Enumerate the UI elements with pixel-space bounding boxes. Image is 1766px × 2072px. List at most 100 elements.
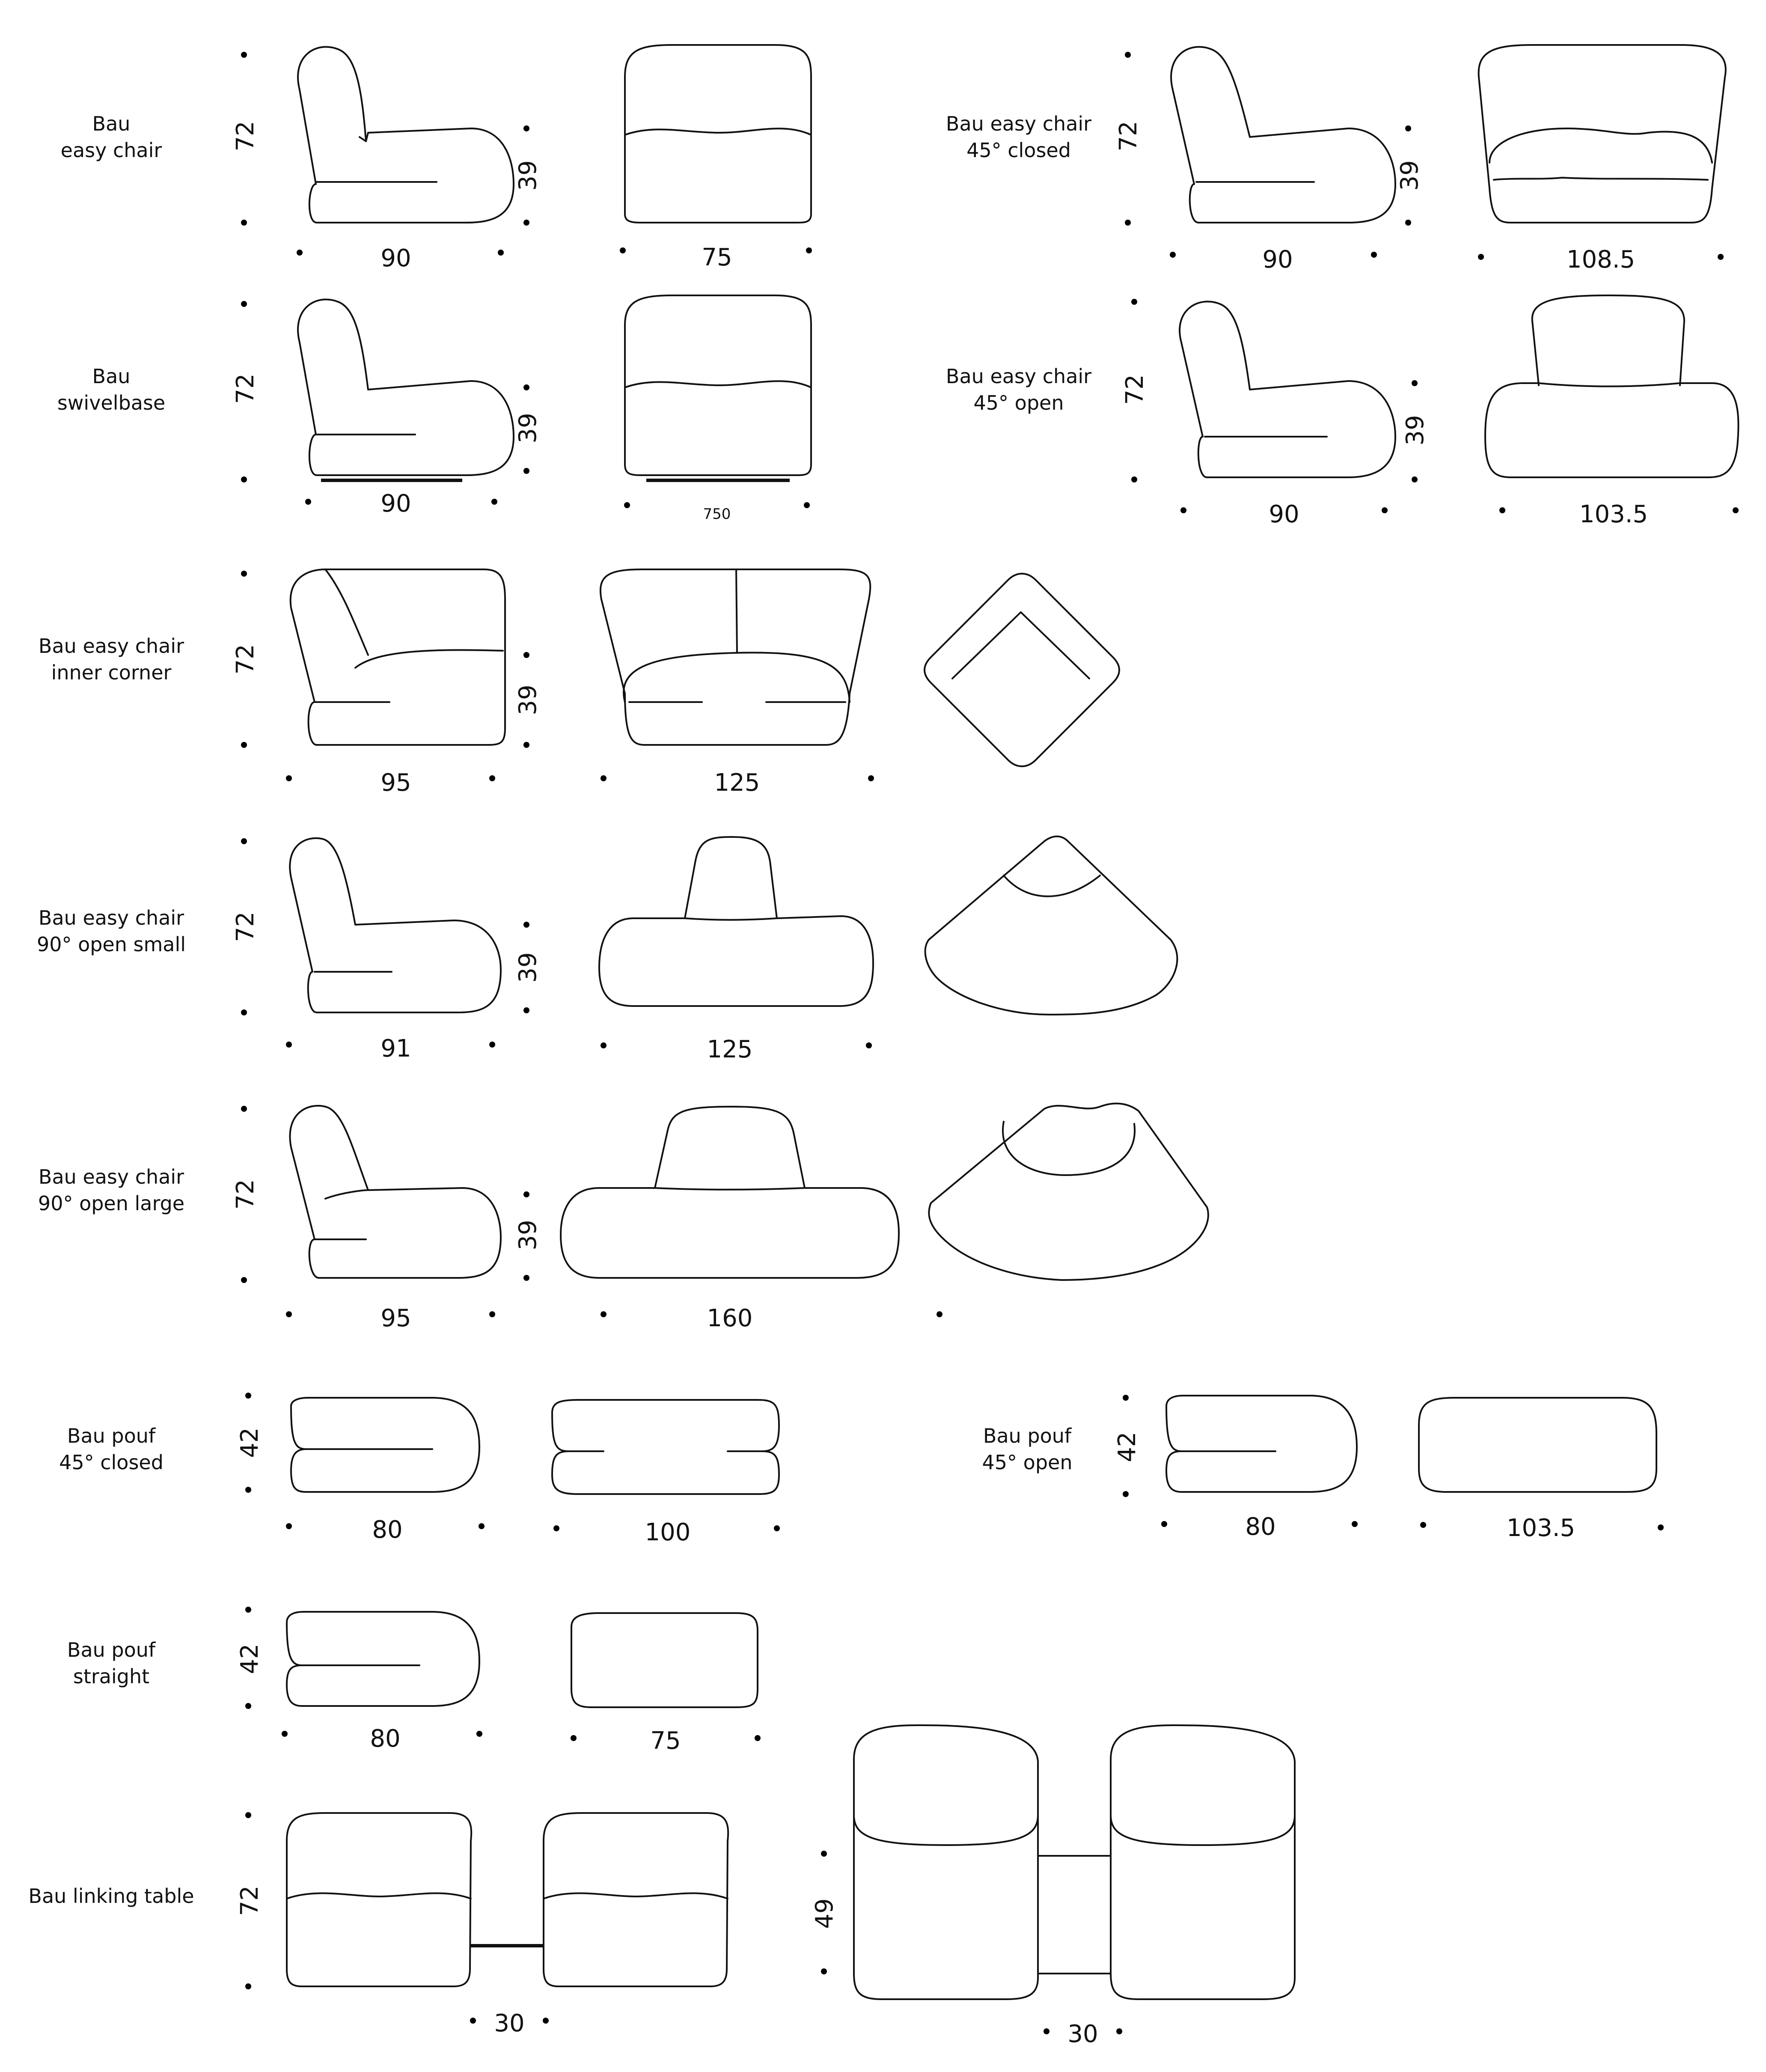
dimension-dot	[1405, 220, 1411, 226]
dimension-dot	[245, 1393, 251, 1399]
product-label-line1: Bau pouf	[67, 1638, 156, 1661]
dimension-dot	[774, 1525, 780, 1531]
dimension-dot	[571, 1735, 577, 1741]
dimension-dot	[245, 1487, 251, 1493]
product-label-line2: straight	[73, 1665, 149, 1688]
dimension-dot	[241, 838, 247, 844]
front-view-drawing	[1478, 44, 1727, 223]
product-bau-easy-chair-90-open-small: Bau easy chair 90° open small 72 39 91 1…	[37, 835, 1178, 1063]
product-label-line1: Bau linking table	[28, 1884, 194, 1908]
top-view-drawing	[924, 835, 1178, 1015]
seat-height-label: 39	[514, 685, 542, 715]
dimension-dot	[1412, 380, 1418, 386]
seat-height-label: 39	[514, 1220, 542, 1250]
top-view-drawing	[928, 1102, 1209, 1281]
front-width-label: 750	[703, 506, 731, 523]
dimension-dot	[1125, 52, 1131, 58]
dimension-dot	[523, 1007, 529, 1013]
front-view-drawing	[1418, 1397, 1657, 1493]
product-bau-linking-table: Bau linking table 72 30 49 30	[28, 1724, 1296, 2048]
table-width-label: 30	[1067, 2020, 1098, 2048]
height-label: 72	[232, 644, 259, 674]
product-bau-easy-chair-45-closed: Bau easy chair 45° closed 72 39 90 108.5	[946, 44, 1727, 274]
front-view-drawing	[624, 44, 812, 223]
dimension-dot	[479, 1523, 485, 1529]
product-label-line1: Bau easy chair	[39, 634, 184, 658]
dimension-dot	[821, 1968, 827, 1974]
dimension-dot	[241, 571, 247, 577]
dimension-dot	[1044, 2028, 1049, 2034]
front-view-drawing	[598, 836, 874, 1007]
side-width-label: 91	[381, 1035, 411, 1063]
side-width-label: 90	[1262, 246, 1293, 274]
dimension-dot	[1499, 507, 1505, 513]
product-label-line2: 45° closed	[966, 139, 1071, 162]
height-label: 72	[236, 1885, 264, 1916]
dimension-dot	[489, 1042, 495, 1048]
dimension-dot	[1180, 507, 1186, 513]
product-bau-swivelbase: Bau swivelbase 72 39 90 750	[57, 295, 812, 523]
side-view-drawing	[1170, 46, 1396, 223]
product-label-line2: 45° closed	[59, 1451, 164, 1474]
product-bau-easy-chair-45-open: Bau easy chair 45° open 72 39 90 103.5	[946, 295, 1739, 528]
side-width-label: 80	[1245, 1513, 1275, 1541]
dimension-dot	[1405, 125, 1411, 131]
dimension-dot	[245, 1983, 251, 1989]
dimension-dot	[1131, 299, 1137, 305]
dimension-dot	[937, 1311, 942, 1317]
product-label-line1: Bau pouf	[983, 1424, 1072, 1447]
dimension-dot	[866, 1042, 872, 1048]
seat-height-label: 39	[1401, 415, 1429, 445]
height-label: 72	[232, 1179, 259, 1209]
dimension-dot	[1131, 476, 1137, 482]
dimension-dot	[286, 1523, 292, 1529]
front-width-label: 75	[702, 244, 732, 271]
dimension-dot	[282, 1731, 288, 1737]
side-view-drawing	[286, 1611, 480, 1707]
front-view-drawing	[560, 1106, 900, 1279]
front-width-label: 125	[707, 1036, 753, 1063]
dimension-dot	[241, 1009, 247, 1015]
dimension-dot	[553, 1525, 559, 1531]
dimension-dot	[241, 301, 247, 307]
dimension-dot	[241, 742, 247, 748]
dimension-dot	[297, 250, 303, 256]
dimension-dot	[523, 742, 529, 748]
dimension-dot	[1420, 1522, 1426, 1528]
product-label-line2: 90° open small	[37, 933, 186, 956]
seat-height-label: 39	[514, 160, 542, 191]
dimension-dot	[523, 922, 529, 928]
product-label-line2: easy chair	[61, 139, 162, 162]
product-label-line1: Bau	[92, 365, 131, 388]
side-view-drawing	[289, 837, 502, 1013]
dimension-dot	[804, 502, 810, 508]
side-width-label: 90	[381, 490, 411, 518]
front-view-drawing	[624, 295, 812, 482]
side-view-drawing	[297, 298, 514, 482]
height-label: 42	[1113, 1432, 1141, 1462]
dimension-dot	[498, 250, 504, 256]
product-label-line1: Bau easy chair	[946, 112, 1091, 135]
dimension-dot	[543, 2018, 549, 2024]
dimension-dot	[1478, 254, 1484, 260]
dimension-dot	[1161, 1521, 1167, 1527]
dimension-dot	[1718, 254, 1724, 260]
front-view-drawing	[1484, 295, 1739, 478]
dimension-dot	[523, 468, 529, 474]
dimension-dot	[523, 220, 529, 226]
product-label-line1: Bau pouf	[67, 1424, 156, 1447]
dimension-dot	[286, 1042, 292, 1048]
dimension-dot	[489, 775, 495, 781]
dimension-dot	[601, 775, 607, 781]
dimension-dot	[523, 1275, 529, 1281]
seat-height-label: 39	[514, 413, 542, 443]
dimension-dot	[523, 125, 529, 131]
dimension-dot	[868, 775, 874, 781]
product-label-line1: Bau	[92, 112, 131, 135]
dimension-dot	[241, 52, 247, 58]
product-label-line1: Bau easy chair	[39, 906, 184, 929]
seat-height-label: 39	[514, 952, 542, 982]
dimension-dot	[523, 652, 529, 658]
dimension-dot	[1733, 507, 1739, 513]
